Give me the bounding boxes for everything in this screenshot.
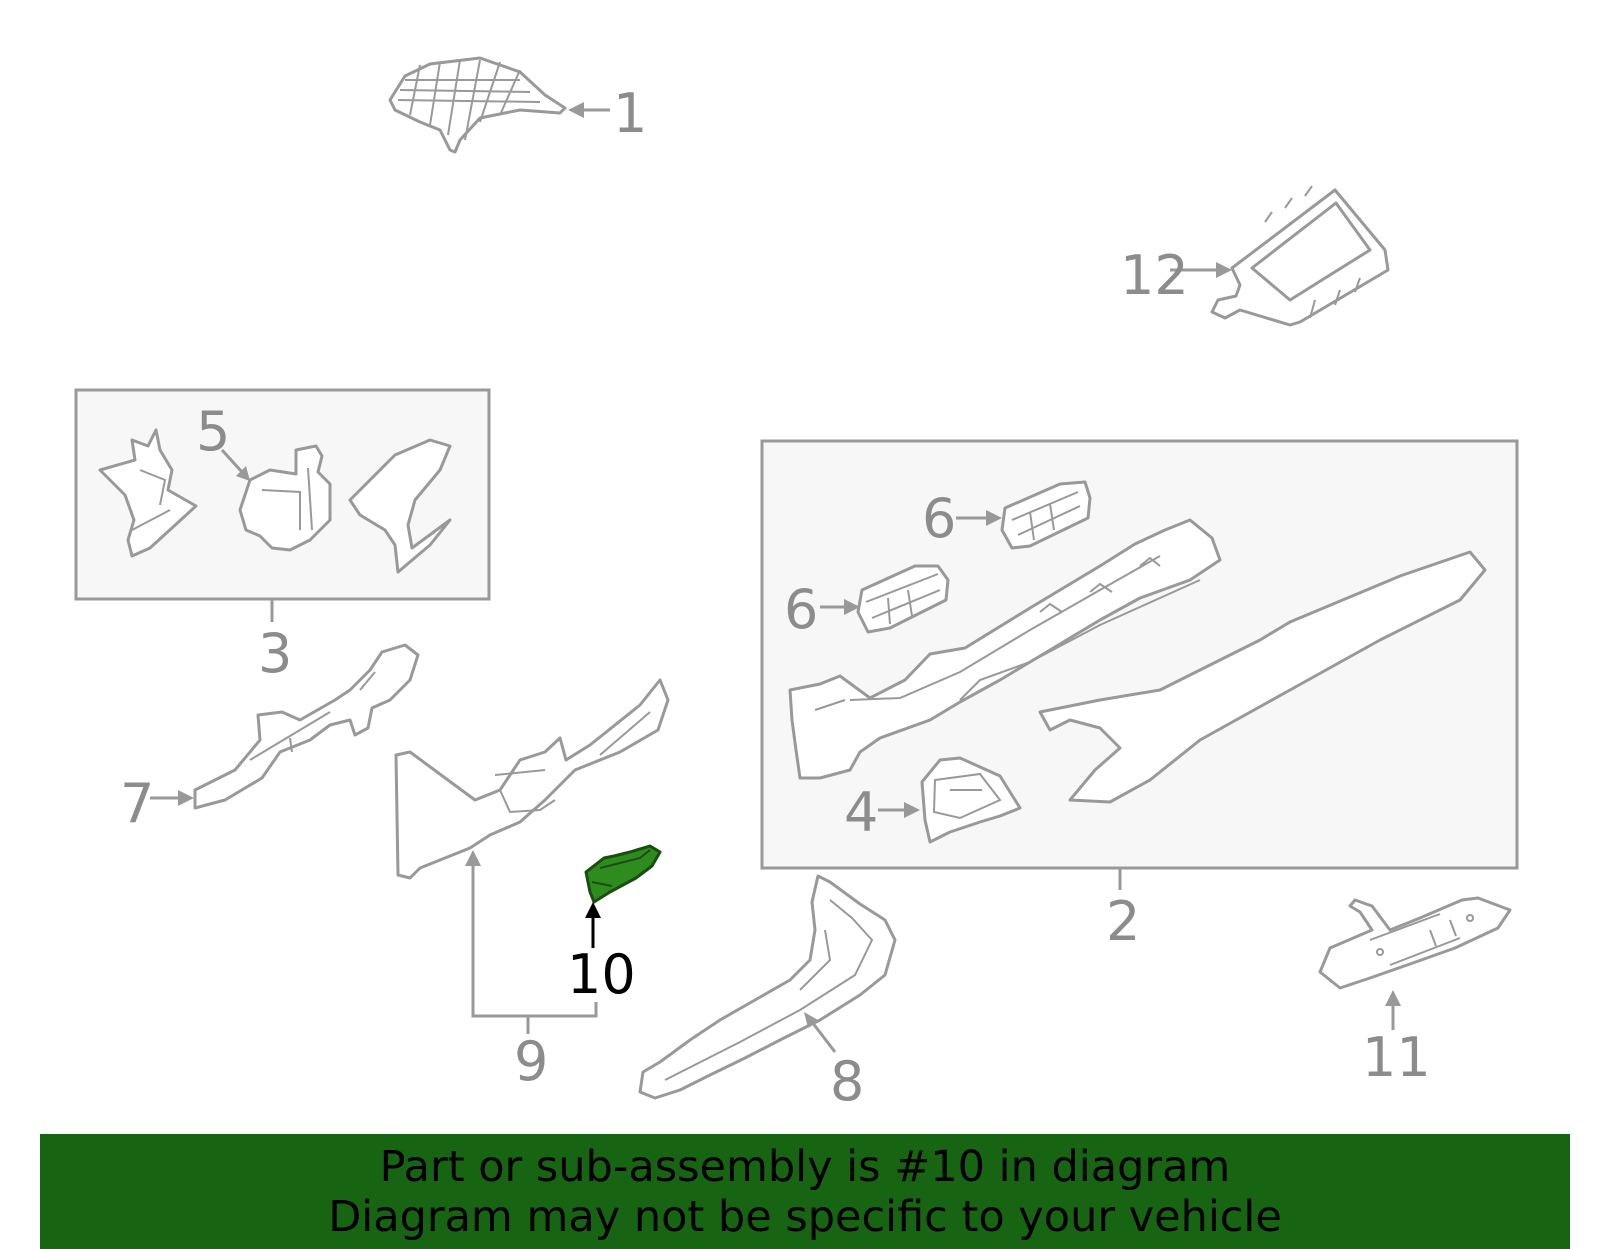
callout-1-leader [568, 102, 610, 118]
callout-9-bracket [465, 850, 598, 1034]
callout-6b: 6 [784, 578, 818, 641]
callout-6b-leader [820, 599, 860, 615]
callout-5-leader [220, 448, 250, 481]
part-2-dash-panel [1038, 550, 1487, 804]
callout-8: 8 [830, 1050, 864, 1113]
part-7-bracket [193, 643, 420, 810]
callout-1: 1 [613, 82, 647, 145]
callout-10: 10 [567, 943, 636, 1006]
callout-12: 12 [1120, 244, 1189, 307]
part-12-display [1210, 185, 1390, 327]
banner-line-1: Part or sub-assembly is #10 in diagram [379, 1141, 1231, 1192]
callout-11: 11 [1362, 1026, 1431, 1089]
banner-line-2: Diagram may not be specific to your vehi… [328, 1191, 1282, 1242]
group-box-2 [760, 439, 1519, 870]
callout-5: 5 [196, 400, 230, 463]
callout-2: 2 [1106, 890, 1140, 953]
info-banner: Part or sub-assembly is #10 in diagram D… [40, 1134, 1570, 1249]
callout-12-leader [1170, 262, 1232, 278]
part-2-carrier [788, 518, 1222, 780]
part-6-lower-vent [856, 564, 950, 634]
callout-4: 4 [844, 781, 878, 844]
callout-7: 7 [120, 772, 154, 835]
callout-6a-leader [956, 510, 1002, 526]
callout-6a: 6 [922, 487, 956, 550]
callout-3: 3 [258, 622, 292, 685]
part-8-lower-trim [638, 874, 897, 1100]
callout-7-leader [150, 790, 194, 806]
callout-8-leader [804, 1012, 837, 1053]
part-3a-bracket [98, 428, 198, 558]
callout-10-leader [585, 902, 601, 948]
callout-4-leader [878, 802, 920, 818]
callout-11-leader [1385, 990, 1401, 1030]
part-9-glovebox [394, 678, 670, 880]
part-5-duct [238, 444, 332, 552]
part-6-upper-vent [1000, 480, 1092, 550]
part-11-bracket [1318, 896, 1512, 990]
part-4-vent [920, 756, 1022, 844]
callout-9: 9 [514, 1030, 548, 1093]
part-3b-trim [348, 438, 452, 574]
part-1-cover [388, 56, 567, 154]
part-10-highlighted [584, 844, 662, 904]
